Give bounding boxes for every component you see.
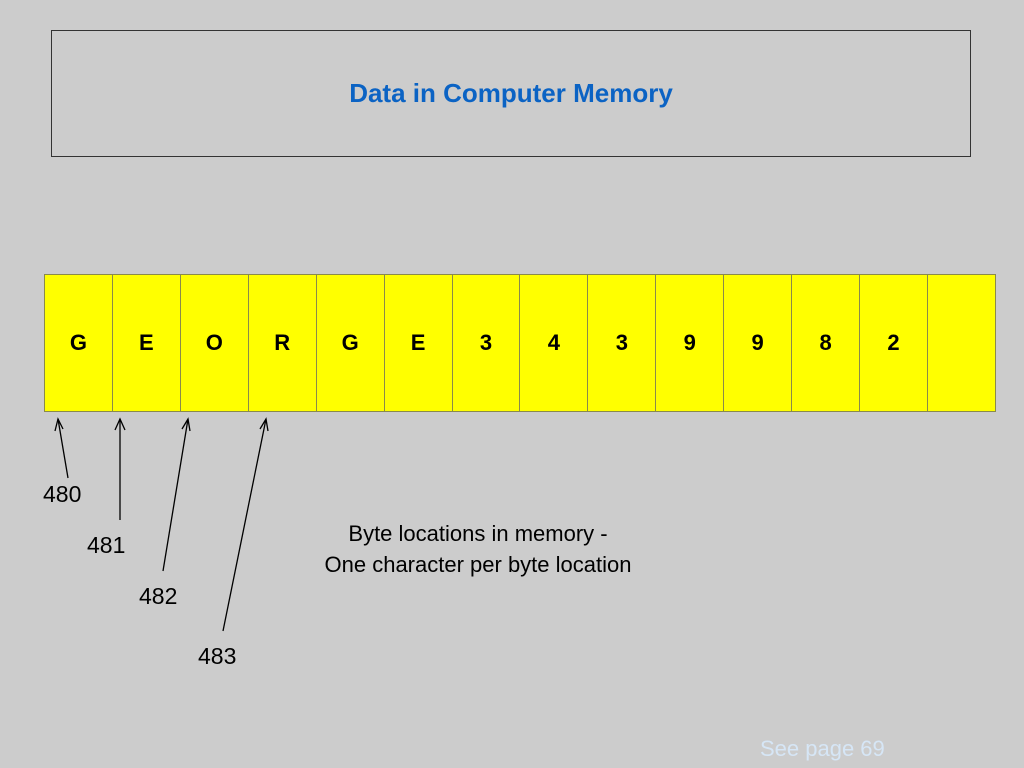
memory-cell: G <box>317 275 385 411</box>
address-label-482: 482 <box>139 583 178 609</box>
caption: Byte locations in memory - One character… <box>290 518 666 580</box>
memory-cell: G <box>45 275 113 411</box>
memory-row: G E O R G E 3 4 3 9 9 8 2 <box>44 274 996 412</box>
slide-title: Data in Computer Memory <box>349 78 673 108</box>
memory-cell: 2 <box>860 275 928 411</box>
memory-cell: E <box>385 275 453 411</box>
memory-cell: 3 <box>453 275 521 411</box>
memory-cell: 8 <box>792 275 861 411</box>
memory-cell: 4 <box>520 275 589 411</box>
address-label-481: 481 <box>87 532 126 558</box>
memory-cell <box>928 275 995 411</box>
address-label-480: 480 <box>43 481 82 507</box>
memory-cell: E <box>113 275 181 411</box>
memory-cell: R <box>249 275 317 411</box>
memory-cell: 3 <box>588 275 657 411</box>
caption-line-1: Byte locations in memory - <box>348 521 608 546</box>
memory-cell: O <box>181 275 249 411</box>
arrow-482 <box>162 417 191 572</box>
arrow-483 <box>222 417 269 632</box>
caption-line-2: One character per byte location <box>324 552 632 577</box>
title-box: Data in Computer Memory <box>51 30 971 157</box>
arrow-480 <box>54 417 69 479</box>
address-label-483: 483 <box>198 643 237 669</box>
memory-cell: 9 <box>724 275 793 411</box>
footer-note: See page 69 <box>760 736 885 761</box>
arrow-481 <box>114 417 126 520</box>
memory-cell: 9 <box>656 275 725 411</box>
